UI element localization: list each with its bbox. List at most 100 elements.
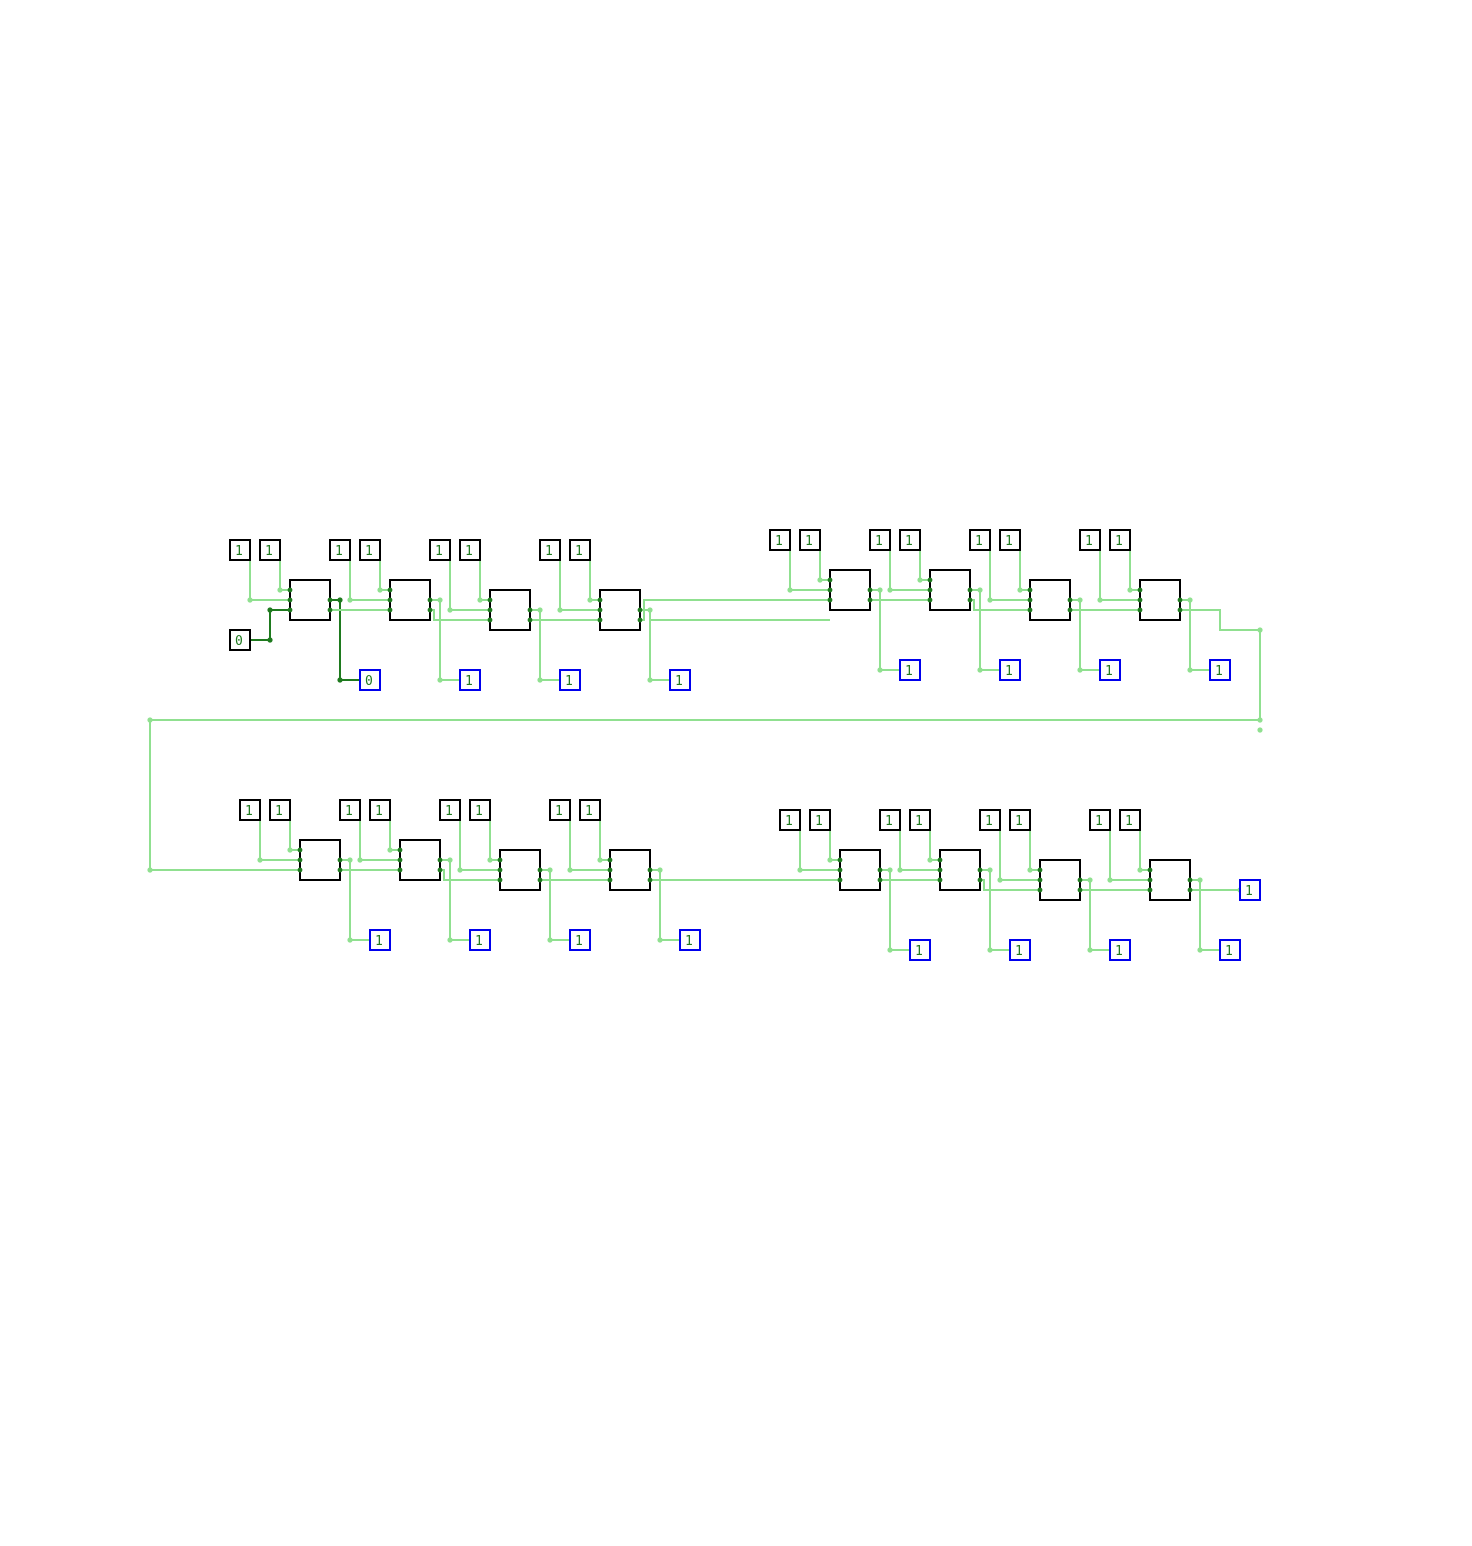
adder-input-port <box>937 867 943 873</box>
input-pin-group: 1 <box>899 529 921 551</box>
wire-junction <box>1107 877 1113 883</box>
input-pin-value: 1 <box>1095 814 1103 829</box>
full-adder <box>1039 859 1081 901</box>
output-pin-group: 1 <box>1219 939 1241 961</box>
output-pin-group: 1 <box>1099 659 1121 681</box>
input-pin <box>459 539 481 561</box>
output-pin <box>899 659 921 681</box>
sum-wire <box>650 869 680 941</box>
input-pin <box>269 799 291 821</box>
input-pin-group: 1 <box>459 539 481 561</box>
full-adder <box>839 849 881 891</box>
wire-junction <box>337 597 343 603</box>
sum-wire <box>870 589 900 671</box>
adder-input-port <box>597 597 603 603</box>
wire-junction <box>887 867 893 873</box>
output-pin-value: 1 <box>465 674 473 689</box>
sum-wire <box>1080 879 1110 951</box>
wire-junction <box>827 857 833 863</box>
input-pin <box>879 809 901 831</box>
wire-junction <box>477 597 483 603</box>
input-pin-group: 1 <box>1119 809 1141 831</box>
output-pin-group: 1 <box>899 659 921 681</box>
adder-output-port <box>337 857 343 863</box>
output-pin-value: 1 <box>1005 664 1013 679</box>
wire-junction <box>1087 877 1093 883</box>
adder-input-port <box>287 597 293 603</box>
wire-junction <box>377 587 383 593</box>
wire-junction <box>447 937 453 943</box>
input-pin-value: 1 <box>585 804 593 819</box>
adder-output-port <box>637 617 643 623</box>
input-pin-group: 1 <box>229 539 251 561</box>
output-pin-group: 1 <box>1239 879 1261 901</box>
wire-junction <box>487 857 493 863</box>
adder-input-port <box>1137 597 1143 603</box>
input-pin <box>329 539 351 561</box>
wire-junction <box>567 867 573 873</box>
adder-input-port <box>497 877 503 883</box>
output-pin-group: 1 <box>679 929 701 951</box>
input-pin-group: 1 <box>259 539 281 561</box>
full-adder <box>399 839 441 881</box>
input-pin-value: 1 <box>435 544 443 559</box>
output-pin-group: 1 <box>469 929 491 951</box>
adder-input-port <box>387 607 393 613</box>
wire-junction <box>1087 947 1093 953</box>
wire-junction <box>1187 597 1193 603</box>
wire-junction <box>987 597 993 603</box>
adder-output-port <box>437 857 443 863</box>
input-pin <box>809 809 831 831</box>
wire-junction <box>257 857 263 863</box>
adder-input-port <box>1147 887 1153 893</box>
adder-output-port <box>1077 877 1083 883</box>
wire-junction <box>387 847 393 853</box>
input-pin <box>549 799 571 821</box>
adder-output-port <box>637 607 643 613</box>
wire-layer <box>147 540 1263 953</box>
wire-junction <box>987 867 993 873</box>
adder-input-port <box>297 857 303 863</box>
wire-junction <box>1127 587 1133 593</box>
full-adder <box>389 579 431 621</box>
wire-junction <box>1017 587 1023 593</box>
input-pin-group: 1 <box>369 799 391 821</box>
sum-wire <box>430 599 460 681</box>
input-pin-group: 1 <box>969 529 991 551</box>
wire-junction <box>147 867 153 873</box>
wire-junction <box>1027 867 1033 873</box>
input-pin-value: 1 <box>445 804 453 819</box>
wire-junction <box>927 857 933 863</box>
wire-junction <box>1077 667 1083 673</box>
adder-output-port <box>1187 877 1193 883</box>
wire-junction <box>437 597 443 603</box>
adder-input-port <box>387 597 393 603</box>
wire-junction <box>887 587 893 593</box>
input-pin-value: 1 <box>475 804 483 819</box>
adder-input-port <box>607 867 613 873</box>
sum-wire <box>980 869 1010 951</box>
adder-input-port <box>927 597 933 603</box>
adder-input-port <box>497 867 503 873</box>
input-pin-group: 1 <box>799 529 821 551</box>
output-pin <box>999 659 1021 681</box>
wire-junction <box>657 867 663 873</box>
input-pin-value: 1 <box>915 814 923 829</box>
full-adder <box>499 849 541 891</box>
wire-junction <box>977 587 983 593</box>
input-pin-group: 1 <box>769 529 791 551</box>
wire-junction <box>647 677 653 683</box>
output-pin <box>369 929 391 951</box>
wire-junction <box>537 607 543 613</box>
output-pin <box>1219 939 1241 961</box>
input-pin <box>359 539 381 561</box>
sum-wire <box>440 859 470 941</box>
adder-output-port <box>537 877 543 883</box>
input-pin <box>239 799 261 821</box>
adder-input-port <box>827 587 833 593</box>
sum-wire <box>330 599 360 681</box>
adder-input-port <box>387 587 393 593</box>
input-pin-value: 1 <box>275 804 283 819</box>
full-adder <box>299 839 341 881</box>
adder-output-port <box>1177 607 1183 613</box>
